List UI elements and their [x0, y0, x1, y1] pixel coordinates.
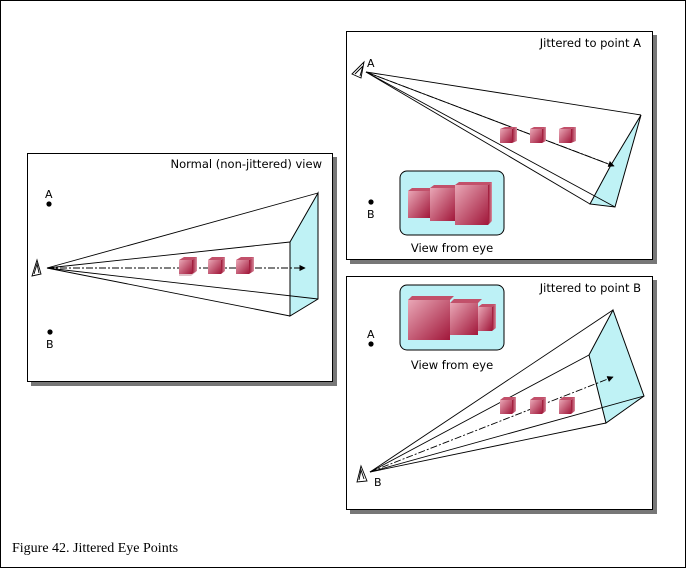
inset-caption: View from eye [411, 358, 493, 372]
point-a-dot [368, 341, 374, 347]
point-b-dot [47, 329, 53, 335]
jittered-a-diagram: Jittered to point A A [351, 36, 642, 255]
inset-cubes [408, 182, 492, 225]
point-a-label: A [367, 328, 375, 341]
point-b-label: B [367, 208, 375, 221]
eye-icon [351, 60, 365, 79]
jittered-a-title: Jittered to point A [539, 36, 641, 50]
cube [236, 257, 254, 274]
cube [500, 397, 516, 414]
normal-view-panel [27, 153, 333, 382]
point-a-label: A [45, 188, 53, 201]
frustum-far-face [589, 114, 642, 208]
cube [208, 257, 225, 274]
cube [530, 127, 546, 143]
cube [559, 397, 575, 414]
cube [500, 127, 517, 143]
view-direction-arrow [369, 376, 614, 473]
normal-view-diagram: Normal (non-jittered) view [31, 157, 322, 351]
jittered-b-diagram: Jittered to point B B A [356, 281, 645, 489]
point-b-label: B [374, 476, 382, 489]
point-a-dot [46, 201, 52, 207]
frustum-edges [46, 192, 319, 317]
cube [179, 257, 197, 276]
normal-view-title: Normal (non-jittered) view [171, 157, 322, 171]
frustum-far-face [588, 308, 645, 424]
view-direction-arrow [365, 71, 615, 167]
jittered-b-title: Jittered to point B [539, 281, 641, 295]
point-b-dot [368, 199, 374, 205]
cube [530, 397, 546, 414]
inset-cubes [408, 296, 496, 340]
frustum-edges [369, 309, 645, 473]
eye-icon [356, 464, 368, 483]
figure-caption: Figure 42. Jittered Eye Points [12, 541, 179, 556]
point-a-label: A [367, 57, 375, 70]
inset-caption: View from eye [411, 241, 493, 255]
cube [559, 127, 576, 143]
eye-icon [31, 258, 42, 277]
point-b-label: B [46, 338, 54, 351]
